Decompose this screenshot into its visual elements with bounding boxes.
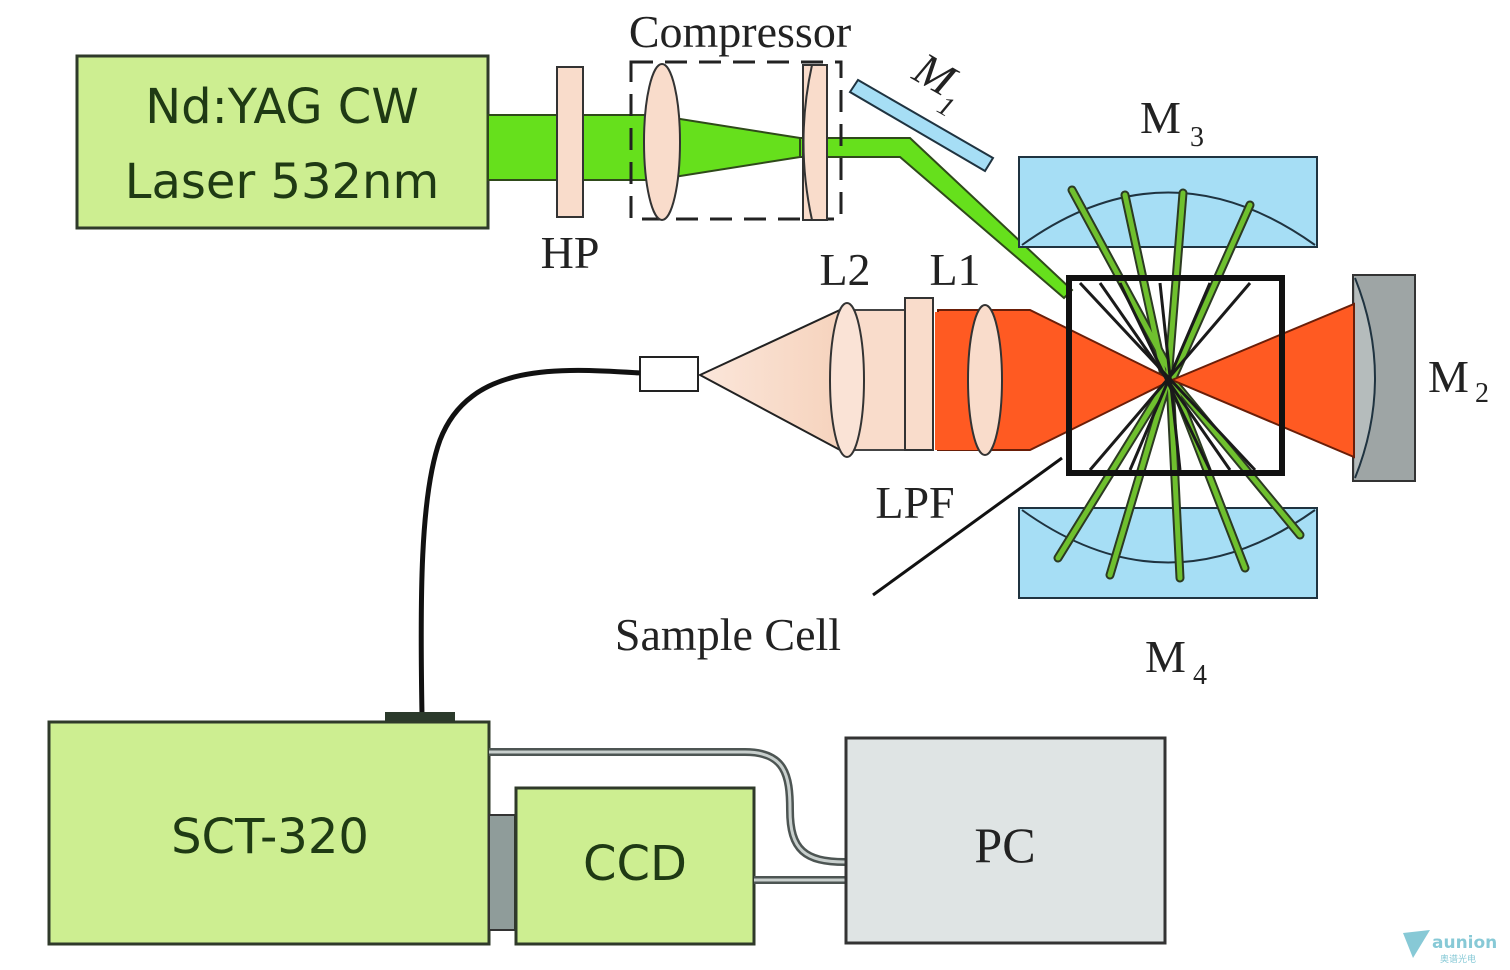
mirror-m4: M 4 xyxy=(1018,507,1318,691)
mirror-m2: M 2 xyxy=(1352,274,1489,482)
watermark-text: aunion xyxy=(1432,933,1497,953)
sample-cell: Sample Cell xyxy=(615,275,1285,660)
spectrometer: SCT-320 xyxy=(47,720,491,946)
m3-subscript: 3 xyxy=(1190,122,1204,153)
laser-label-line2: Laser 532nm xyxy=(125,154,439,210)
ccd-adapter xyxy=(488,814,516,931)
fiber-coupler xyxy=(639,356,699,392)
collection-optics: L2 L1 LPF xyxy=(697,244,1003,528)
half-wave-plate: HP xyxy=(541,66,600,278)
lens-l1 xyxy=(967,304,1003,456)
watermark-logo: aunion 奥谱光电 xyxy=(1403,930,1497,965)
pc: PC xyxy=(844,736,1167,945)
m4-label: M xyxy=(1145,631,1186,682)
laser-label-line1: Nd:YAG CW xyxy=(145,79,419,135)
long-pass-filter xyxy=(904,297,934,451)
lens-l2 xyxy=(829,302,865,458)
pc-label: PC xyxy=(974,817,1035,873)
hp-label: HP xyxy=(541,227,600,278)
m4-subscript: 4 xyxy=(1193,660,1207,691)
cell-beam-crossings xyxy=(1078,281,1257,472)
watermark-subtext: 奥谱光电 xyxy=(1440,953,1476,965)
l1-label: L1 xyxy=(929,244,980,295)
lpf-label: LPF xyxy=(875,477,954,528)
paper-plane-icon xyxy=(1403,930,1430,958)
ccd-camera: CCD xyxy=(514,786,756,946)
mirror-m3: M 3 xyxy=(1018,92,1318,248)
m2-label: M xyxy=(1428,351,1469,402)
m2-subscript: 2 xyxy=(1475,378,1489,409)
m3-label: M xyxy=(1140,92,1181,143)
ccd-label: CCD xyxy=(583,836,687,892)
laser-source: Nd:YAG CW Laser 532nm xyxy=(75,54,490,230)
data-cables xyxy=(489,748,848,884)
optical-fiber xyxy=(385,356,699,722)
l2-label: L2 xyxy=(819,244,870,295)
spectrometer-label: SCT-320 xyxy=(171,809,369,865)
compressor: Compressor xyxy=(629,6,851,221)
sample-cell-label: Sample Cell xyxy=(615,609,841,660)
compressor-label: Compressor xyxy=(629,6,851,57)
sample-cell-pointer xyxy=(872,456,1063,597)
